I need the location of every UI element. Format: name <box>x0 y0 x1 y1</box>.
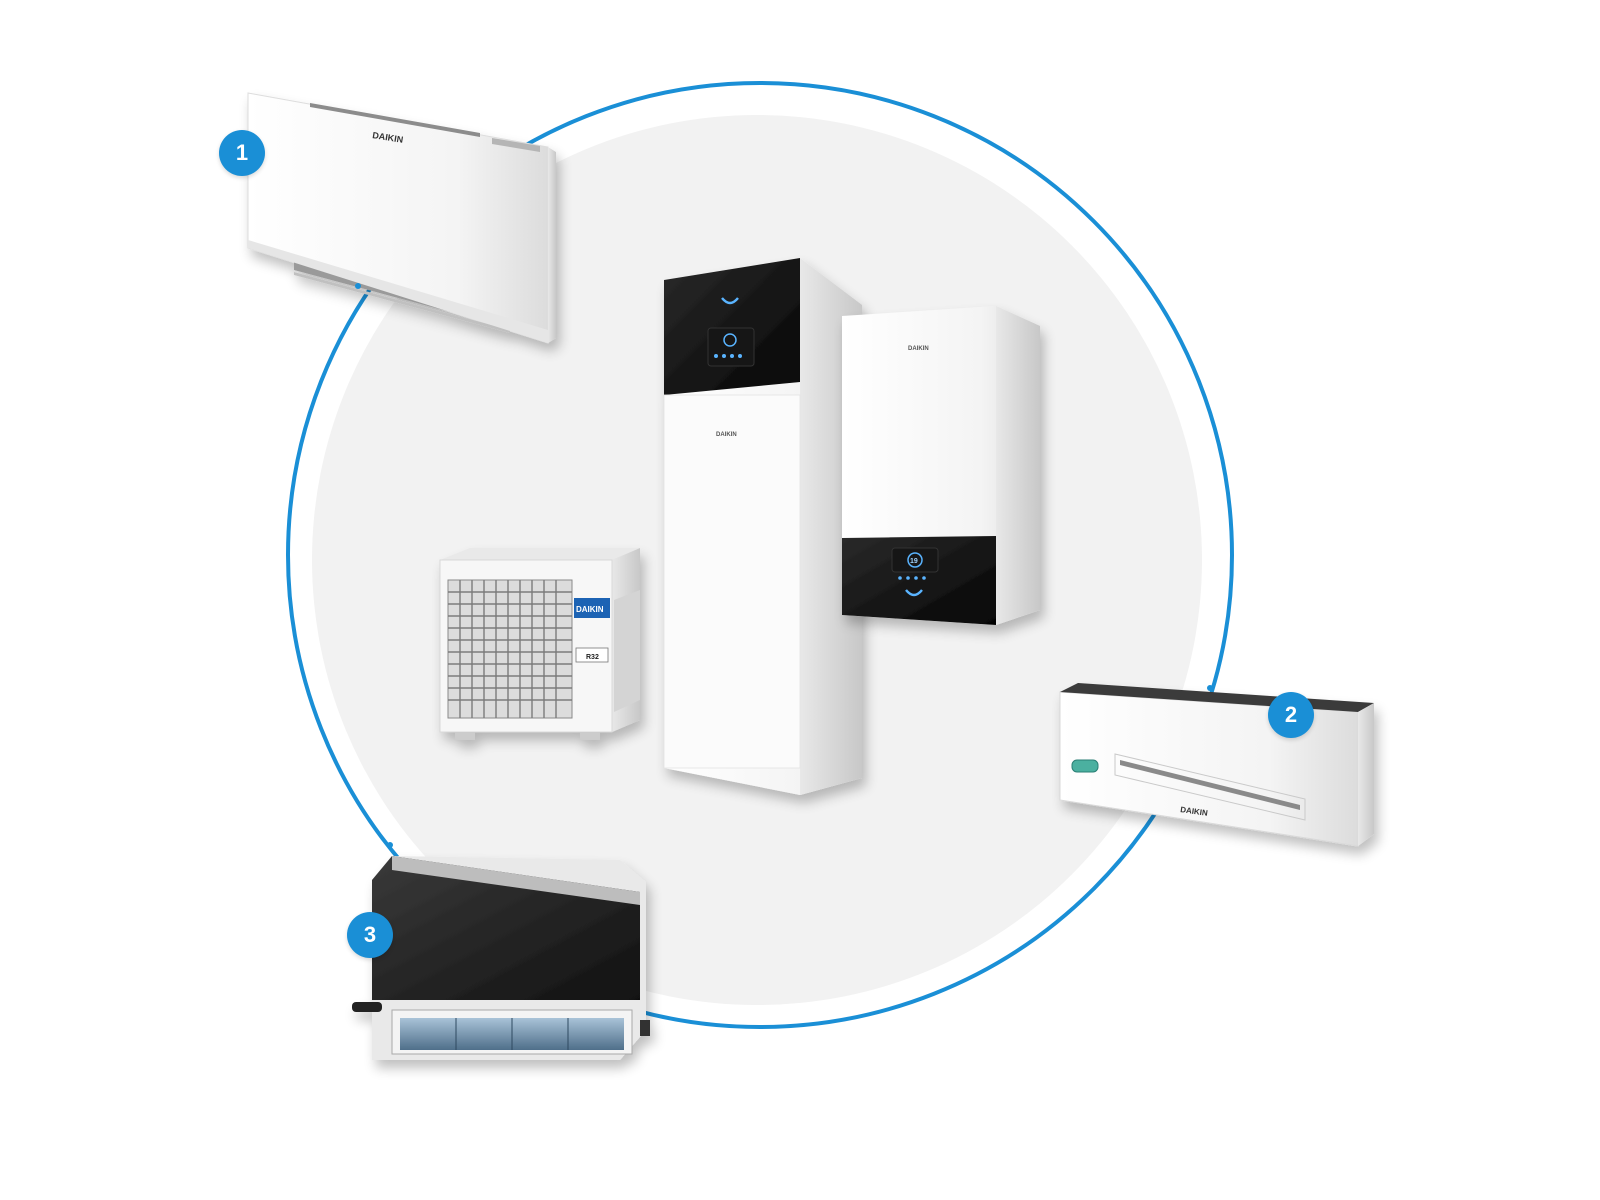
ring-node-3 <box>387 842 393 848</box>
outdoor-unit-icon <box>439 548 640 740</box>
tower-logo: DAIKIN <box>716 432 737 438</box>
ring-node-2 <box>1207 685 1213 691</box>
ducted-unit-icon <box>352 856 650 1060</box>
product-badge-1: 1 <box>219 130 265 176</box>
connection-ring <box>286 81 1234 1029</box>
wall-boiler-unit-icon <box>842 306 1040 625</box>
ring-node-1 <box>355 283 361 289</box>
product-badge-3: 3 <box>347 912 393 958</box>
boiler-display-value: 19 <box>910 558 918 565</box>
tower-unit-icon <box>663 258 862 795</box>
outdoor-refrigerant-label: R32 <box>586 654 599 661</box>
product-badge-2: 2 <box>1268 692 1314 738</box>
boiler-logo: DAIKIN <box>908 346 929 352</box>
wall-convector-icon <box>247 92 556 344</box>
outdoor-logo: DAIKIN <box>576 605 604 614</box>
split-unit-logo: DAIKIN <box>1180 805 1209 818</box>
convector-logo: DAIKIN <box>372 130 404 145</box>
